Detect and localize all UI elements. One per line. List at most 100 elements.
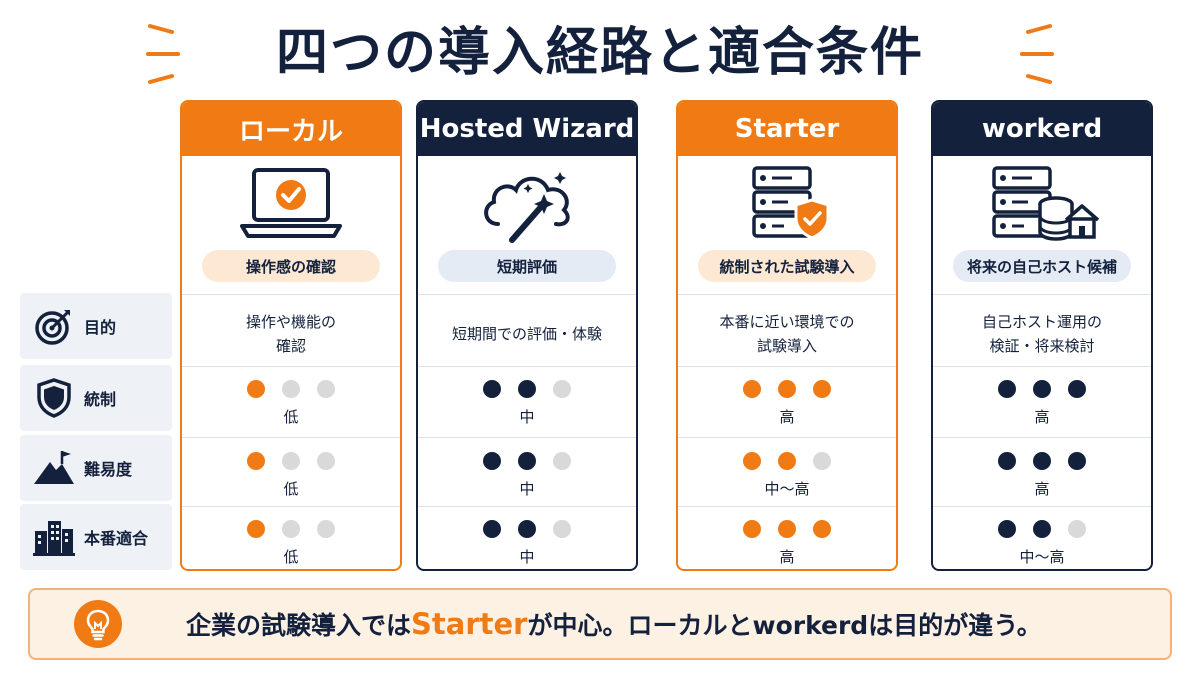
card-workerd: workerd 将来の自己ホスト候補 自己ホスト運用の 検証・将来検討 高 高 <box>931 100 1153 571</box>
card-header: Starter <box>678 102 896 156</box>
summary-before: 企業の試験導入では <box>186 611 412 640</box>
level-dot-empty <box>553 520 571 538</box>
summary-highlight: Starter <box>411 607 528 641</box>
row-label-text: 難易度 <box>84 460 133 479</box>
metric-difficulty: 低 <box>182 452 400 499</box>
card-purpose: 短期間での評価・体験 <box>418 322 636 346</box>
level-dot-empty <box>282 520 300 538</box>
level-dot-empty <box>1068 520 1086 538</box>
purpose-line: 自己ホスト運用の <box>981 313 1102 331</box>
metric-control: 低 <box>182 380 400 427</box>
decorative-rays-right-icon <box>1020 24 1054 84</box>
level-dot-filled <box>743 452 761 470</box>
purpose-line: 短期間での評価・体験 <box>451 325 602 343</box>
card-starter: Starter 統制された試験導入 本番に近い環境での 試験導入 高 中～高 高 <box>676 100 898 571</box>
buildings-icon <box>33 521 75 556</box>
level-label: 高 <box>779 548 795 566</box>
server-shield-icon <box>752 166 830 240</box>
level-dot-filled <box>778 520 796 538</box>
level-dot-filled <box>813 380 831 398</box>
card-local: ローカル 操作感の確認 操作や機能の 確認 低 低 低 <box>180 100 402 571</box>
level-dot-filled <box>778 452 796 470</box>
card-header: ローカル <box>182 102 400 156</box>
purpose-line: 試験導入 <box>756 337 817 355</box>
server-database-home-icon <box>992 166 1100 241</box>
card-tag: 短期評価 <box>438 250 616 282</box>
metric-difficulty: 高 <box>933 452 1151 499</box>
level-dot-empty <box>317 380 335 398</box>
card-tag: 将来の自己ホスト候補 <box>953 250 1131 282</box>
level-dot-filled <box>518 520 536 538</box>
level-dot-empty <box>553 452 571 470</box>
metric-control: 高 <box>678 380 896 427</box>
level-dot-filled <box>743 380 761 398</box>
laptop-check-icon <box>240 168 342 238</box>
level-dots <box>933 380 1151 400</box>
level-dot-filled <box>1033 380 1051 398</box>
metric-production: 高 <box>678 520 896 567</box>
row-label-text: 本番適合 <box>84 529 149 548</box>
level-dot-filled <box>518 452 536 470</box>
level-dots <box>182 520 400 540</box>
shield-icon <box>37 378 71 418</box>
level-label: 高 <box>1034 408 1050 426</box>
purpose-line: 本番に近い環境での <box>719 313 855 331</box>
level-dots <box>678 380 896 400</box>
level-dot-empty <box>282 380 300 398</box>
cloud-magic-wand-icon <box>484 172 570 243</box>
metric-difficulty: 中 <box>418 452 636 499</box>
level-dots <box>182 452 400 472</box>
level-dot-filled <box>998 452 1016 470</box>
page-title: 四つの導入経路と適合条件 <box>275 23 924 83</box>
purpose-line: 操作や機能の <box>245 313 336 331</box>
level-dots <box>678 520 896 540</box>
card-tag: 統制された試験導入 <box>698 250 876 282</box>
level-dot-filled <box>998 380 1016 398</box>
row-label-text: 統制 <box>84 390 117 409</box>
level-dot-filled <box>1068 380 1086 398</box>
level-dots <box>933 452 1151 472</box>
card-purpose: 自己ホスト運用の 検証・将来検討 <box>933 310 1151 358</box>
level-label: 中～高 <box>1019 548 1065 566</box>
level-label: 高 <box>1034 480 1050 498</box>
card-header: Hosted Wizard <box>418 102 636 156</box>
level-label: 中 <box>519 548 535 566</box>
level-dot-empty <box>282 452 300 470</box>
level-dot-filled <box>1033 520 1051 538</box>
level-dots <box>418 520 636 540</box>
decorative-rays-left-icon <box>146 24 180 84</box>
card-header: workerd <box>933 102 1151 156</box>
level-dots <box>933 520 1151 540</box>
level-dot-filled <box>743 520 761 538</box>
metric-control: 高 <box>933 380 1151 427</box>
level-dot-filled <box>1068 452 1086 470</box>
level-dots <box>418 380 636 400</box>
level-dot-filled <box>247 452 265 470</box>
level-dots <box>182 380 400 400</box>
row-label-purpose: 目的 <box>20 293 172 359</box>
metric-control: 中 <box>418 380 636 427</box>
metric-production: 中 <box>418 520 636 567</box>
level-label: 低 <box>283 480 299 498</box>
level-dot-empty <box>317 520 335 538</box>
purpose-line: 検証・将来検討 <box>989 337 1095 355</box>
summary-text: 企業の試験導入ではStarterが中心。ローカルとworkerdは目的が違う。 <box>186 606 1042 642</box>
mountain-flag-icon <box>34 451 74 484</box>
row-label-difficulty: 難易度 <box>20 435 172 501</box>
level-label: 高 <box>779 408 795 426</box>
level-dot-empty <box>317 452 335 470</box>
card-hosted-wizard: Hosted Wizard 短期評価 短期間での評価・体験 中 中 中 <box>416 100 638 571</box>
row-label-text: 目的 <box>84 318 117 337</box>
level-label: 低 <box>283 408 299 426</box>
level-dots <box>678 452 896 472</box>
level-dot-filled <box>247 380 265 398</box>
level-label: 中 <box>519 408 535 426</box>
level-dot-filled <box>1033 452 1051 470</box>
purpose-line: 確認 <box>275 337 306 355</box>
metric-production: 中～高 <box>933 520 1151 567</box>
level-dot-empty <box>553 380 571 398</box>
criteria-sidebar: 目的 統制 難易度 <box>20 293 172 570</box>
level-dot-filled <box>483 520 501 538</box>
card-purpose: 操作や機能の 確認 <box>182 310 400 358</box>
metric-difficulty: 中～高 <box>678 452 896 499</box>
